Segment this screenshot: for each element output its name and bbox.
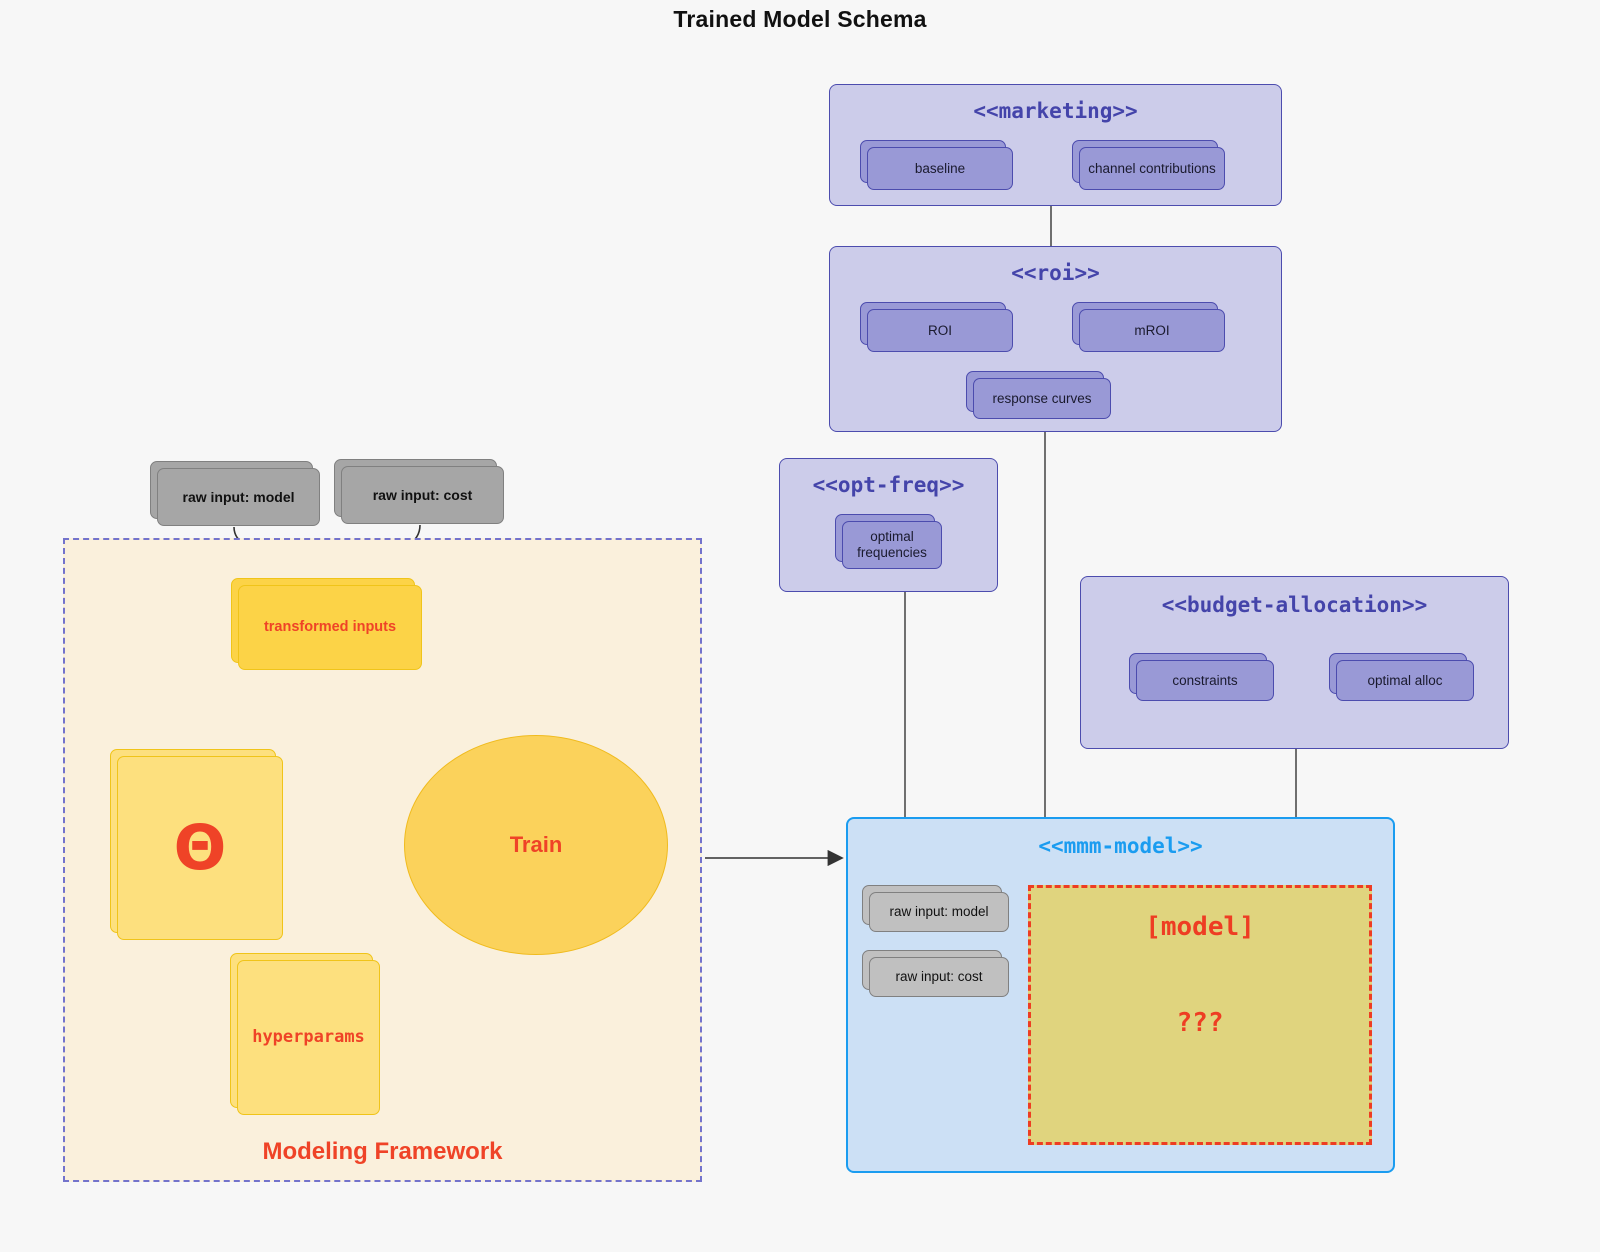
node-optimal-alloc-label: optimal alloc [1336, 660, 1474, 701]
page-title: Trained Model Schema [673, 6, 927, 32]
node-constraints-label: constraints [1136, 660, 1274, 701]
package-marketing-title: <<marketing>> [973, 99, 1138, 123]
node-hyperparams[interactable]: hyperparams [230, 953, 380, 1115]
node-channel-contributions[interactable]: channel contributions [1072, 140, 1225, 190]
package-opt-freq[interactable]: <<opt-freq>> optimal frequencies [779, 458, 998, 592]
package-mmm-model-title: <<mmm-model>> [1038, 834, 1203, 858]
node-roi[interactable]: ROI [860, 302, 1013, 352]
node-roi-label: ROI [867, 309, 1013, 352]
node-raw-input-cost[interactable]: raw input: cost [334, 459, 504, 524]
node-optimal-frequencies-label: optimal frequencies [842, 521, 942, 569]
package-mmm-model[interactable]: <<mmm-model>> raw input: model raw input… [846, 817, 1395, 1173]
node-raw-input-model[interactable]: raw input: model [150, 461, 320, 526]
node-transformed-inputs-label: transformed inputs [238, 585, 422, 670]
node-mmm-raw-input-cost-label: raw input: cost [869, 957, 1009, 997]
node-optimal-frequencies-line2: frequencies [857, 545, 927, 560]
node-theta[interactable]: Θ [110, 749, 283, 940]
package-roi[interactable]: <<roi>> ROI mROI response curves [829, 246, 1282, 432]
node-baseline-label: baseline [867, 147, 1013, 190]
node-raw-input-cost-label: raw input: cost [341, 466, 504, 524]
node-hyperparams-label: hyperparams [237, 960, 380, 1115]
node-channel-contributions-label: channel contributions [1079, 147, 1225, 190]
node-mroi-label: mROI [1079, 309, 1225, 352]
node-response-curves-label: response curves [973, 378, 1111, 419]
model-placeholder-title: [model] [1145, 912, 1255, 942]
node-response-curves[interactable]: response curves [966, 371, 1111, 419]
node-mmm-raw-input-model-label: raw input: model [869, 892, 1009, 932]
model-placeholder-box[interactable]: [model] ??? [1028, 885, 1372, 1145]
package-opt-freq-title: <<opt-freq>> [812, 473, 965, 497]
model-placeholder-unknown: ??? [1176, 1008, 1224, 1038]
package-budget-allocation-title: <<budget-allocation>> [1161, 593, 1428, 617]
node-raw-input-model-label: raw input: model [157, 468, 320, 526]
node-train-label: Train [509, 832, 563, 857]
theta-glyph: Θ [173, 811, 227, 884]
node-mmm-raw-input-model[interactable]: raw input: model [862, 885, 1009, 932]
node-theta-label: Θ [117, 756, 283, 940]
node-mroi[interactable]: mROI [1072, 302, 1225, 352]
node-transformed-inputs[interactable]: transformed inputs [231, 578, 422, 670]
modeling-framework-label: Modeling Framework [262, 1138, 503, 1165]
node-optimal-frequencies-line1: optimal [870, 529, 914, 545]
node-optimal-frequencies[interactable]: optimal frequencies [835, 514, 942, 569]
node-constraints[interactable]: constraints [1129, 653, 1274, 701]
node-baseline[interactable]: baseline [860, 140, 1013, 190]
package-marketing[interactable]: <<marketing>> baseline channel contribut… [829, 84, 1282, 206]
node-train[interactable]: Train [404, 735, 668, 955]
node-mmm-raw-input-cost[interactable]: raw input: cost [862, 950, 1009, 997]
node-optimal-alloc[interactable]: optimal alloc [1329, 653, 1474, 701]
package-budget-allocation[interactable]: <<budget-allocation>> constraints optima… [1080, 576, 1509, 749]
package-roi-title: <<roi>> [1011, 261, 1100, 285]
